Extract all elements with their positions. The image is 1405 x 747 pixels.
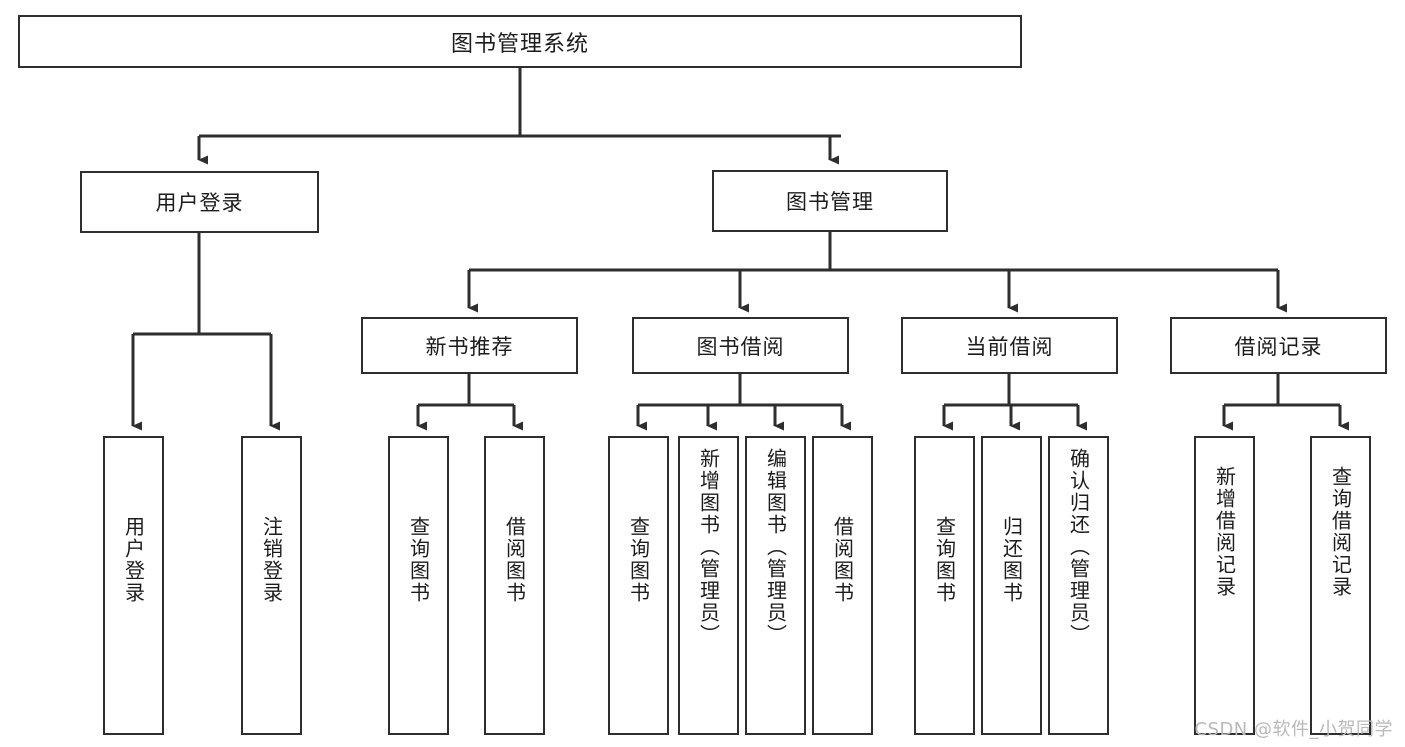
leaf-new-book-1[interactable]: 查询图书 <box>388 436 449 735</box>
leaf-borrow-record-1[interactable]: 新增借阅记录 <box>1194 436 1255 735</box>
leaf-book-borrow-1[interactable]: 查询图书 <box>608 436 669 735</box>
leaf-new-book-1-label: 查询图书 <box>406 516 431 604</box>
leaf-user-login-1[interactable]: 用户登录 <box>103 436 164 735</box>
leaf-borrow-record-1-label: 新增借阅记录 <box>1212 466 1237 598</box>
node-user-login[interactable]: 用户登录 <box>80 171 319 233</box>
node-new-book-recommend[interactable]: 新书推荐 <box>361 317 578 374</box>
leaf-book-borrow-3[interactable]: 编辑图书（管理员） <box>745 436 806 735</box>
node-root[interactable]: 图书管理系统 <box>18 15 1022 68</box>
node-book-manage-label: 图书管理 <box>786 190 874 214</box>
leaf-user-login-1-label: 用户登录 <box>121 516 146 604</box>
leaf-new-book-2-label: 借阅图书 <box>502 516 527 604</box>
leaf-borrow-record-2-label: 查询借阅记录 <box>1328 466 1353 598</box>
leaf-current-borrow-1[interactable]: 查询图书 <box>914 436 975 735</box>
leaf-user-login-2[interactable]: 注销登录 <box>241 436 302 735</box>
node-user-login-label: 用户登录 <box>155 191 244 215</box>
leaf-book-borrow-4[interactable]: 借阅图书 <box>812 436 873 735</box>
leaf-user-login-2-label: 注销登录 <box>259 516 284 604</box>
leaf-current-borrow-2[interactable]: 归还图书 <box>981 436 1042 735</box>
leaf-new-book-2[interactable]: 借阅图书 <box>484 436 545 735</box>
leaf-current-borrow-3-label: 确认归还（管理员） <box>1066 448 1091 646</box>
node-borrow-record[interactable]: 借阅记录 <box>1170 317 1387 374</box>
leaf-current-borrow-2-label: 归还图书 <box>999 516 1024 604</box>
node-book-manage[interactable]: 图书管理 <box>712 170 948 232</box>
leaf-borrow-record-2[interactable]: 查询借阅记录 <box>1310 436 1371 735</box>
leaf-current-borrow-1-label: 查询图书 <box>932 516 957 604</box>
leaf-book-borrow-2-label: 新增图书（管理员） <box>696 448 721 646</box>
leaf-current-borrow-3[interactable]: 确认归还（管理员） <box>1048 436 1109 735</box>
node-borrow-record-label: 借阅记录 <box>1234 334 1323 359</box>
node-root-label: 图书管理系统 <box>450 31 589 57</box>
node-book-borrow[interactable]: 图书借阅 <box>632 317 849 374</box>
node-current-borrow-label: 当前借阅 <box>965 334 1054 359</box>
node-current-borrow[interactable]: 当前借阅 <box>901 317 1118 374</box>
leaf-book-borrow-4-label: 借阅图书 <box>830 516 855 604</box>
leaf-book-borrow-1-label: 查询图书 <box>626 516 651 604</box>
node-new-book-recommend-label: 新书推荐 <box>425 334 514 359</box>
leaf-book-borrow-2[interactable]: 新增图书（管理员） <box>678 436 739 735</box>
leaf-book-borrow-3-label: 编辑图书（管理员） <box>763 448 788 646</box>
node-book-borrow-label: 图书借阅 <box>696 334 785 359</box>
